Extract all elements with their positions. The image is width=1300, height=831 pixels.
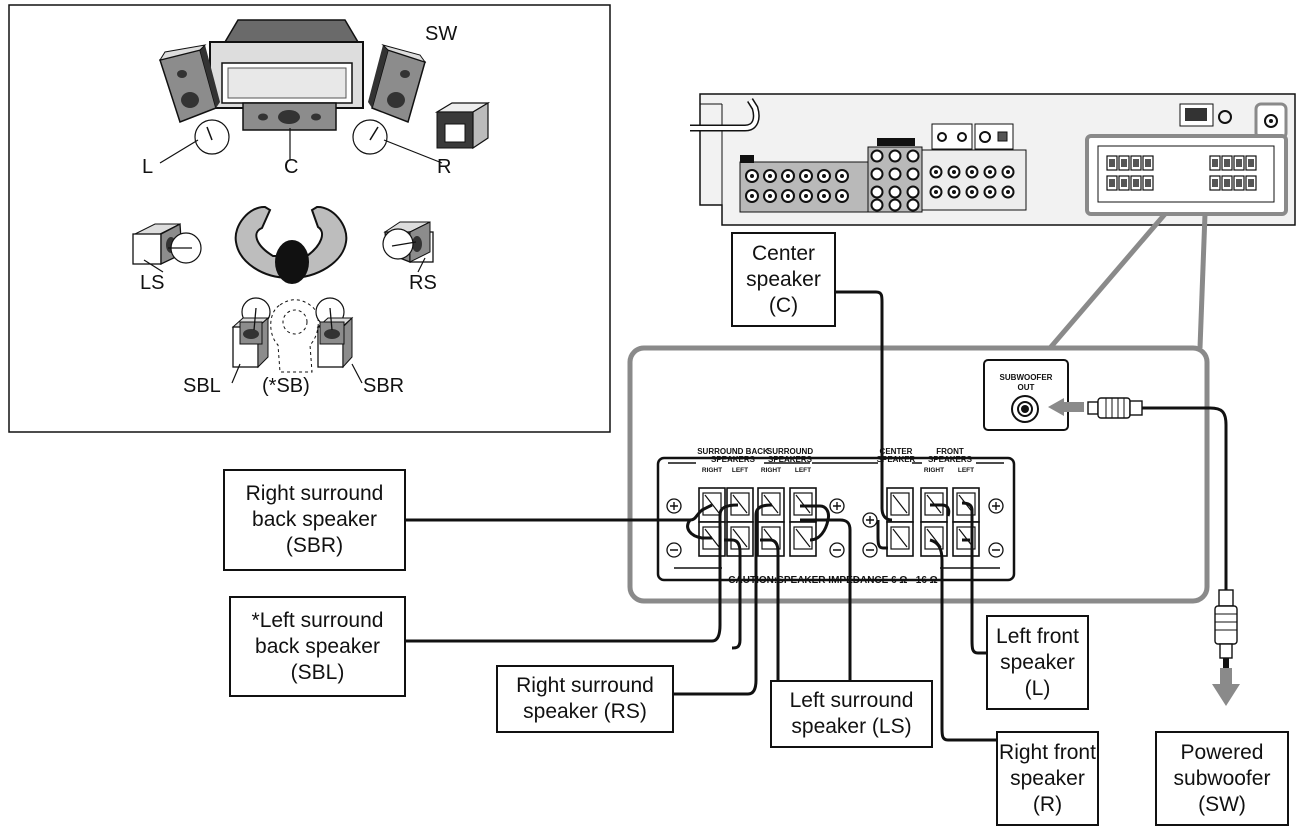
label-sw: SW — [425, 23, 458, 45]
callout-powered-subwoofer: Powered subwoofer (SW) — [1155, 731, 1289, 826]
surround-title-2: SPEAKERS — [768, 455, 813, 464]
f-right-label: RIGHT — [924, 467, 944, 474]
center-title-2: SPEAKER — [877, 455, 916, 464]
subwoofer-out-label-2: OUT — [1018, 383, 1035, 392]
front-title-2: SPEAKERS — [928, 455, 973, 464]
surround-back-title: SURROUND BACK — [697, 447, 769, 456]
receiver-rear-panel — [690, 93, 1296, 226]
listener-icon — [234, 205, 348, 284]
surround-title: SURROUND — [767, 447, 813, 456]
caution-label: CAUTION:SPEAKER IMPEDANCE 6 Ω –16 Ω — [728, 575, 937, 586]
s-right-label: RIGHT — [761, 467, 781, 474]
subwoofer-icon — [434, 101, 491, 150]
label-sbl: SBL — [183, 375, 221, 397]
rca-plug-bottom-icon — [1214, 589, 1238, 668]
label-sb: (*SB) — [262, 375, 310, 397]
callout-right-surround-back: Right surround back speaker (SBR) — [223, 469, 406, 571]
label-sbr: SBR — [363, 375, 405, 397]
label-ls: LS — [140, 272, 165, 294]
callout-left-front-text: Left front speaker (L) — [996, 624, 1079, 700]
label-l: L — [142, 156, 154, 178]
left-surround-speaker-icon — [132, 222, 202, 273]
subwoofer-out-label-1: SUBWOOFER — [1000, 373, 1053, 382]
callout-left-surround-text: Left surround speaker (LS) — [789, 689, 914, 738]
front-title: FRONT — [936, 447, 964, 456]
sb-right-label: RIGHT — [702, 467, 722, 474]
callout-powered-subwoofer-text: Powered subwoofer (SW) — [1173, 740, 1271, 816]
callout-right-surround-text: Right surround speaker (RS) — [516, 674, 654, 723]
callout-left-surround-back-text: *Left surround back speaker (SBL) — [251, 608, 384, 684]
callout-right-front: Right front speaker (R) — [996, 731, 1099, 826]
callout-center-speaker-text: Center speaker (C) — [746, 241, 821, 317]
callout-right-front-text: Right front speaker (R) — [999, 740, 1096, 816]
arrow-to-jack-icon — [1048, 398, 1084, 416]
room-layout — [8, 4, 611, 433]
surround-back-title-2: SPEAKERS — [711, 455, 756, 464]
label-c: C — [284, 156, 299, 178]
center-speaker-icon — [242, 102, 337, 131]
f-left-label: LEFT — [958, 467, 974, 474]
callout-left-surround-back: *Left surround back speaker (SBL) — [229, 596, 406, 697]
subwoofer-out-jack: SUBWOOFER OUT — [983, 359, 1069, 431]
callout-left-front: Left front speaker (L) — [986, 615, 1089, 710]
surround-back-speakers-icon — [231, 297, 363, 384]
left-front-speaker-icon — [158, 44, 230, 155]
speaker-terminal-panel: SURROUND BACK SPEAKERS SURROUND SPEAKERS… — [656, 359, 1240, 706]
callout-right-surround: Right surround speaker (RS) — [496, 665, 674, 733]
callout-center-speaker: Center speaker (C) — [731, 232, 836, 327]
callout-right-surround-back-text: Right surround back speaker (SBR) — [245, 482, 384, 557]
sb-left-label: LEFT — [732, 467, 748, 474]
label-rs: RS — [409, 272, 437, 294]
enlargement-guide — [627, 212, 1210, 604]
label-r: R — [437, 156, 452, 178]
tv-icon — [209, 19, 364, 109]
right-front-speaker-icon — [352, 44, 427, 155]
arrow-to-subwoofer-icon — [1212, 668, 1240, 706]
rca-plug-top-icon — [1087, 397, 1143, 419]
callout-left-surround: Left surround speaker (LS) — [770, 680, 933, 748]
speaker-wires — [404, 290, 996, 742]
s-left-label: LEFT — [795, 467, 811, 474]
right-surround-speaker-icon — [382, 221, 434, 273]
center-title: CENTER — [880, 447, 913, 456]
